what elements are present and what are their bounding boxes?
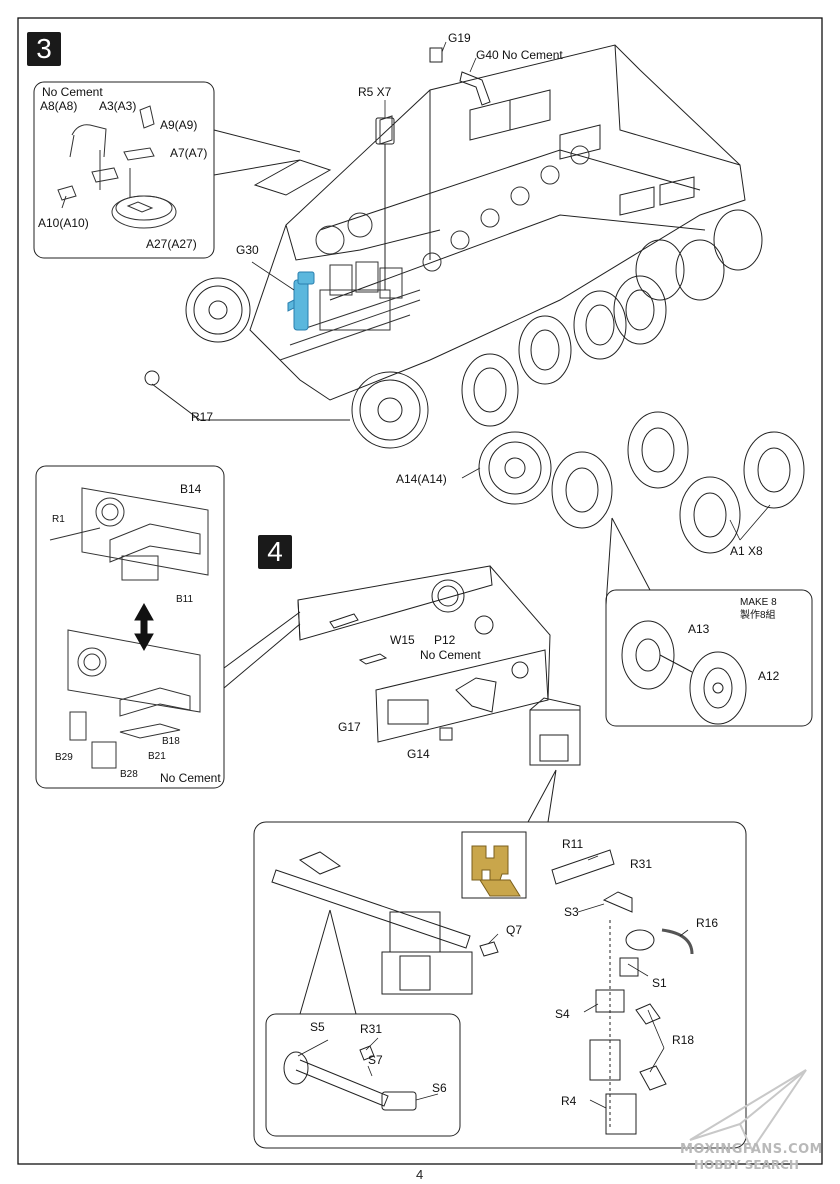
step3-inset-callout bbox=[213, 129, 301, 176]
label-r31-sub: R31 bbox=[360, 1022, 383, 1036]
idler-wheel-rear bbox=[185, 277, 251, 343]
label-b18: B18 bbox=[162, 736, 180, 747]
label-make8-cn: 製作8組 bbox=[740, 610, 776, 621]
label-a3: A3(A3) bbox=[99, 99, 137, 113]
bottom-inset-box bbox=[253, 821, 747, 1149]
label-no-cement-inset: No Cement bbox=[42, 85, 103, 99]
label-s1: S1 bbox=[652, 976, 667, 990]
label-make8: MAKE 8 bbox=[740, 597, 777, 608]
step4-left-callout bbox=[223, 611, 301, 689]
road-wheels-loose bbox=[551, 411, 805, 554]
label-r17: R17 bbox=[191, 410, 214, 424]
suspension-arms bbox=[422, 145, 590, 272]
label-b29: B29 bbox=[55, 752, 73, 763]
hull-interior bbox=[279, 115, 421, 361]
label-r11: R11 bbox=[562, 837, 584, 851]
part-g30 bbox=[287, 271, 315, 331]
label-g14: G14 bbox=[407, 747, 430, 761]
label-r16: R16 bbox=[696, 916, 719, 930]
label-b28: B28 bbox=[120, 769, 138, 780]
label-b21: B21 bbox=[148, 751, 166, 762]
step3-inset-box bbox=[33, 81, 215, 259]
watermark-line2: HOBBY SEARCH bbox=[694, 1158, 799, 1172]
label-a27: A27(A27) bbox=[146, 237, 197, 251]
label-p12: P12 bbox=[434, 633, 456, 647]
label-r5: R5 X7 bbox=[358, 85, 392, 99]
wheel-inset-parts bbox=[621, 620, 747, 725]
label-a14: A14(A14) bbox=[396, 472, 447, 486]
step4-left-inset-box bbox=[35, 465, 225, 789]
label-s7: S7 bbox=[368, 1053, 383, 1067]
label-a10: A10(A10) bbox=[38, 216, 89, 230]
double-arrow-icon bbox=[134, 602, 154, 652]
road-wheels-installed bbox=[461, 209, 763, 427]
label-r4: R4 bbox=[561, 1094, 577, 1108]
watermark-line1: MOXINGFANS.COM bbox=[680, 1142, 824, 1157]
hull bbox=[249, 44, 746, 401]
wheel-inset-callout bbox=[605, 517, 651, 606]
rear-plate bbox=[297, 565, 551, 701]
label-a1: A1 X8 bbox=[730, 544, 763, 558]
label-g19: G19 bbox=[448, 31, 471, 45]
drive-sprocket bbox=[351, 371, 429, 449]
label-r1: R1 bbox=[52, 514, 65, 525]
label-w15: W15 bbox=[390, 633, 415, 647]
step4-left-inset-parts bbox=[49, 487, 209, 769]
label-p12-note: No Cement bbox=[420, 648, 481, 662]
label-s3: S3 bbox=[564, 905, 579, 919]
label-no-cement-left: No Cement bbox=[160, 771, 221, 785]
label-g40: G40 No Cement bbox=[476, 48, 563, 62]
step-number-4: 4 bbox=[258, 535, 292, 569]
part-r5 bbox=[375, 117, 395, 290]
gun-mount-assembly bbox=[529, 697, 581, 766]
label-b14: B14 bbox=[180, 482, 202, 496]
label-s6: S6 bbox=[432, 1081, 447, 1095]
label-a12: A12 bbox=[758, 669, 780, 683]
part-r17 bbox=[144, 370, 350, 421]
label-r31: R31 bbox=[630, 857, 653, 871]
label-s5: S5 bbox=[310, 1020, 325, 1034]
lower-plate-g17 bbox=[375, 649, 549, 743]
label-s4: S4 bbox=[555, 1007, 570, 1021]
watermark-logo bbox=[689, 1069, 807, 1153]
sub-inset-parts bbox=[283, 1045, 417, 1111]
label-r18: R18 bbox=[672, 1033, 695, 1047]
bottom-inset-callout bbox=[527, 769, 557, 823]
label-a7: A7(A7) bbox=[170, 146, 208, 160]
label-a9: A9(A9) bbox=[160, 118, 198, 132]
label-a8: A8(A8) bbox=[40, 99, 78, 113]
part-g40 bbox=[429, 47, 491, 106]
step3-inset-parts bbox=[57, 105, 177, 229]
label-g17: G17 bbox=[338, 720, 361, 734]
sub-inset-box bbox=[265, 1013, 461, 1137]
gun-breech-assembly bbox=[271, 851, 499, 995]
step4-leader-lines bbox=[297, 855, 689, 1109]
label-b11: B11 bbox=[176, 594, 194, 605]
wheel-inset-box bbox=[605, 589, 813, 727]
sprocket-a14 bbox=[478, 431, 552, 505]
sub-inset-callout bbox=[299, 909, 357, 1015]
label-q7: Q7 bbox=[506, 923, 523, 937]
page-border bbox=[17, 17, 823, 1165]
paint-color-icon bbox=[461, 831, 527, 899]
step3-leader-lines bbox=[251, 41, 771, 541]
step-number-3: 3 bbox=[27, 32, 61, 66]
exploded-recoil-parts bbox=[551, 849, 694, 1135]
label-g30: G30 bbox=[236, 243, 259, 257]
page-number: 4 bbox=[416, 1167, 424, 1182]
label-a13: A13 bbox=[688, 622, 710, 636]
